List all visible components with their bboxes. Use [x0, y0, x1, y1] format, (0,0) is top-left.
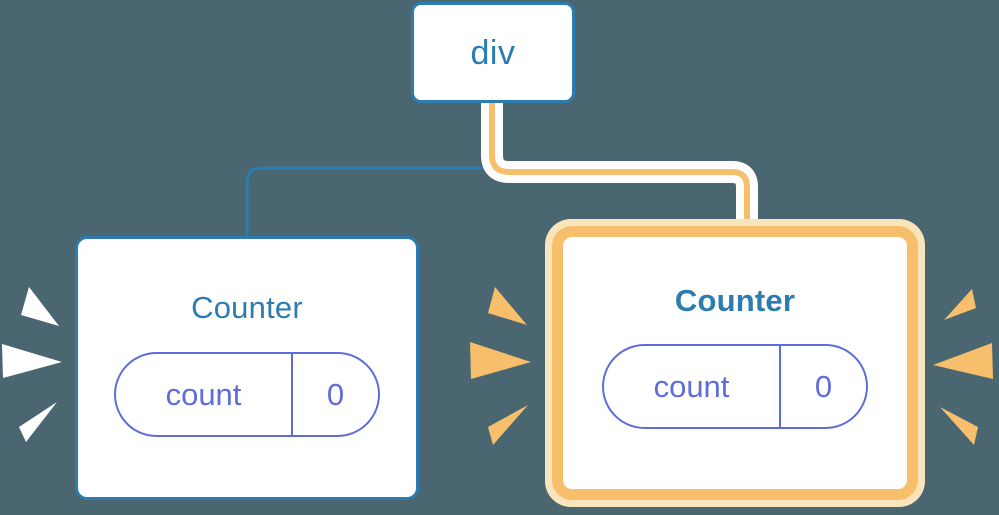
sparkle-rays-icon [470, 287, 531, 445]
state-pill-left: count 0 [114, 352, 380, 437]
sparkle-rays-icon [2, 287, 62, 442]
edge-highlight-halo [481, 91, 758, 243]
node-counter-left-title: Counter [191, 290, 303, 325]
state-value-left: 0 [326, 377, 345, 412]
node-div[interactable]: div [411, 2, 575, 103]
state-key-right: count [604, 346, 781, 427]
state-pill-right: count 0 [602, 344, 868, 429]
sparkle-rays-icon [933, 289, 993, 445]
node-counter-right-ring: Counter count 0 [552, 226, 918, 500]
node-div-label: div [470, 33, 516, 72]
edge-div-to-counter-left [245, 100, 494, 240]
state-key-left: count [116, 354, 293, 435]
node-counter-right[interactable]: Counter count 0 [545, 219, 925, 507]
edge-div-to-counter-right [489, 99, 750, 235]
node-counter-right-title: Counter [674, 283, 796, 318]
node-counter-left[interactable]: Counter count 0 [75, 236, 419, 500]
state-value-right: 0 [814, 369, 833, 404]
